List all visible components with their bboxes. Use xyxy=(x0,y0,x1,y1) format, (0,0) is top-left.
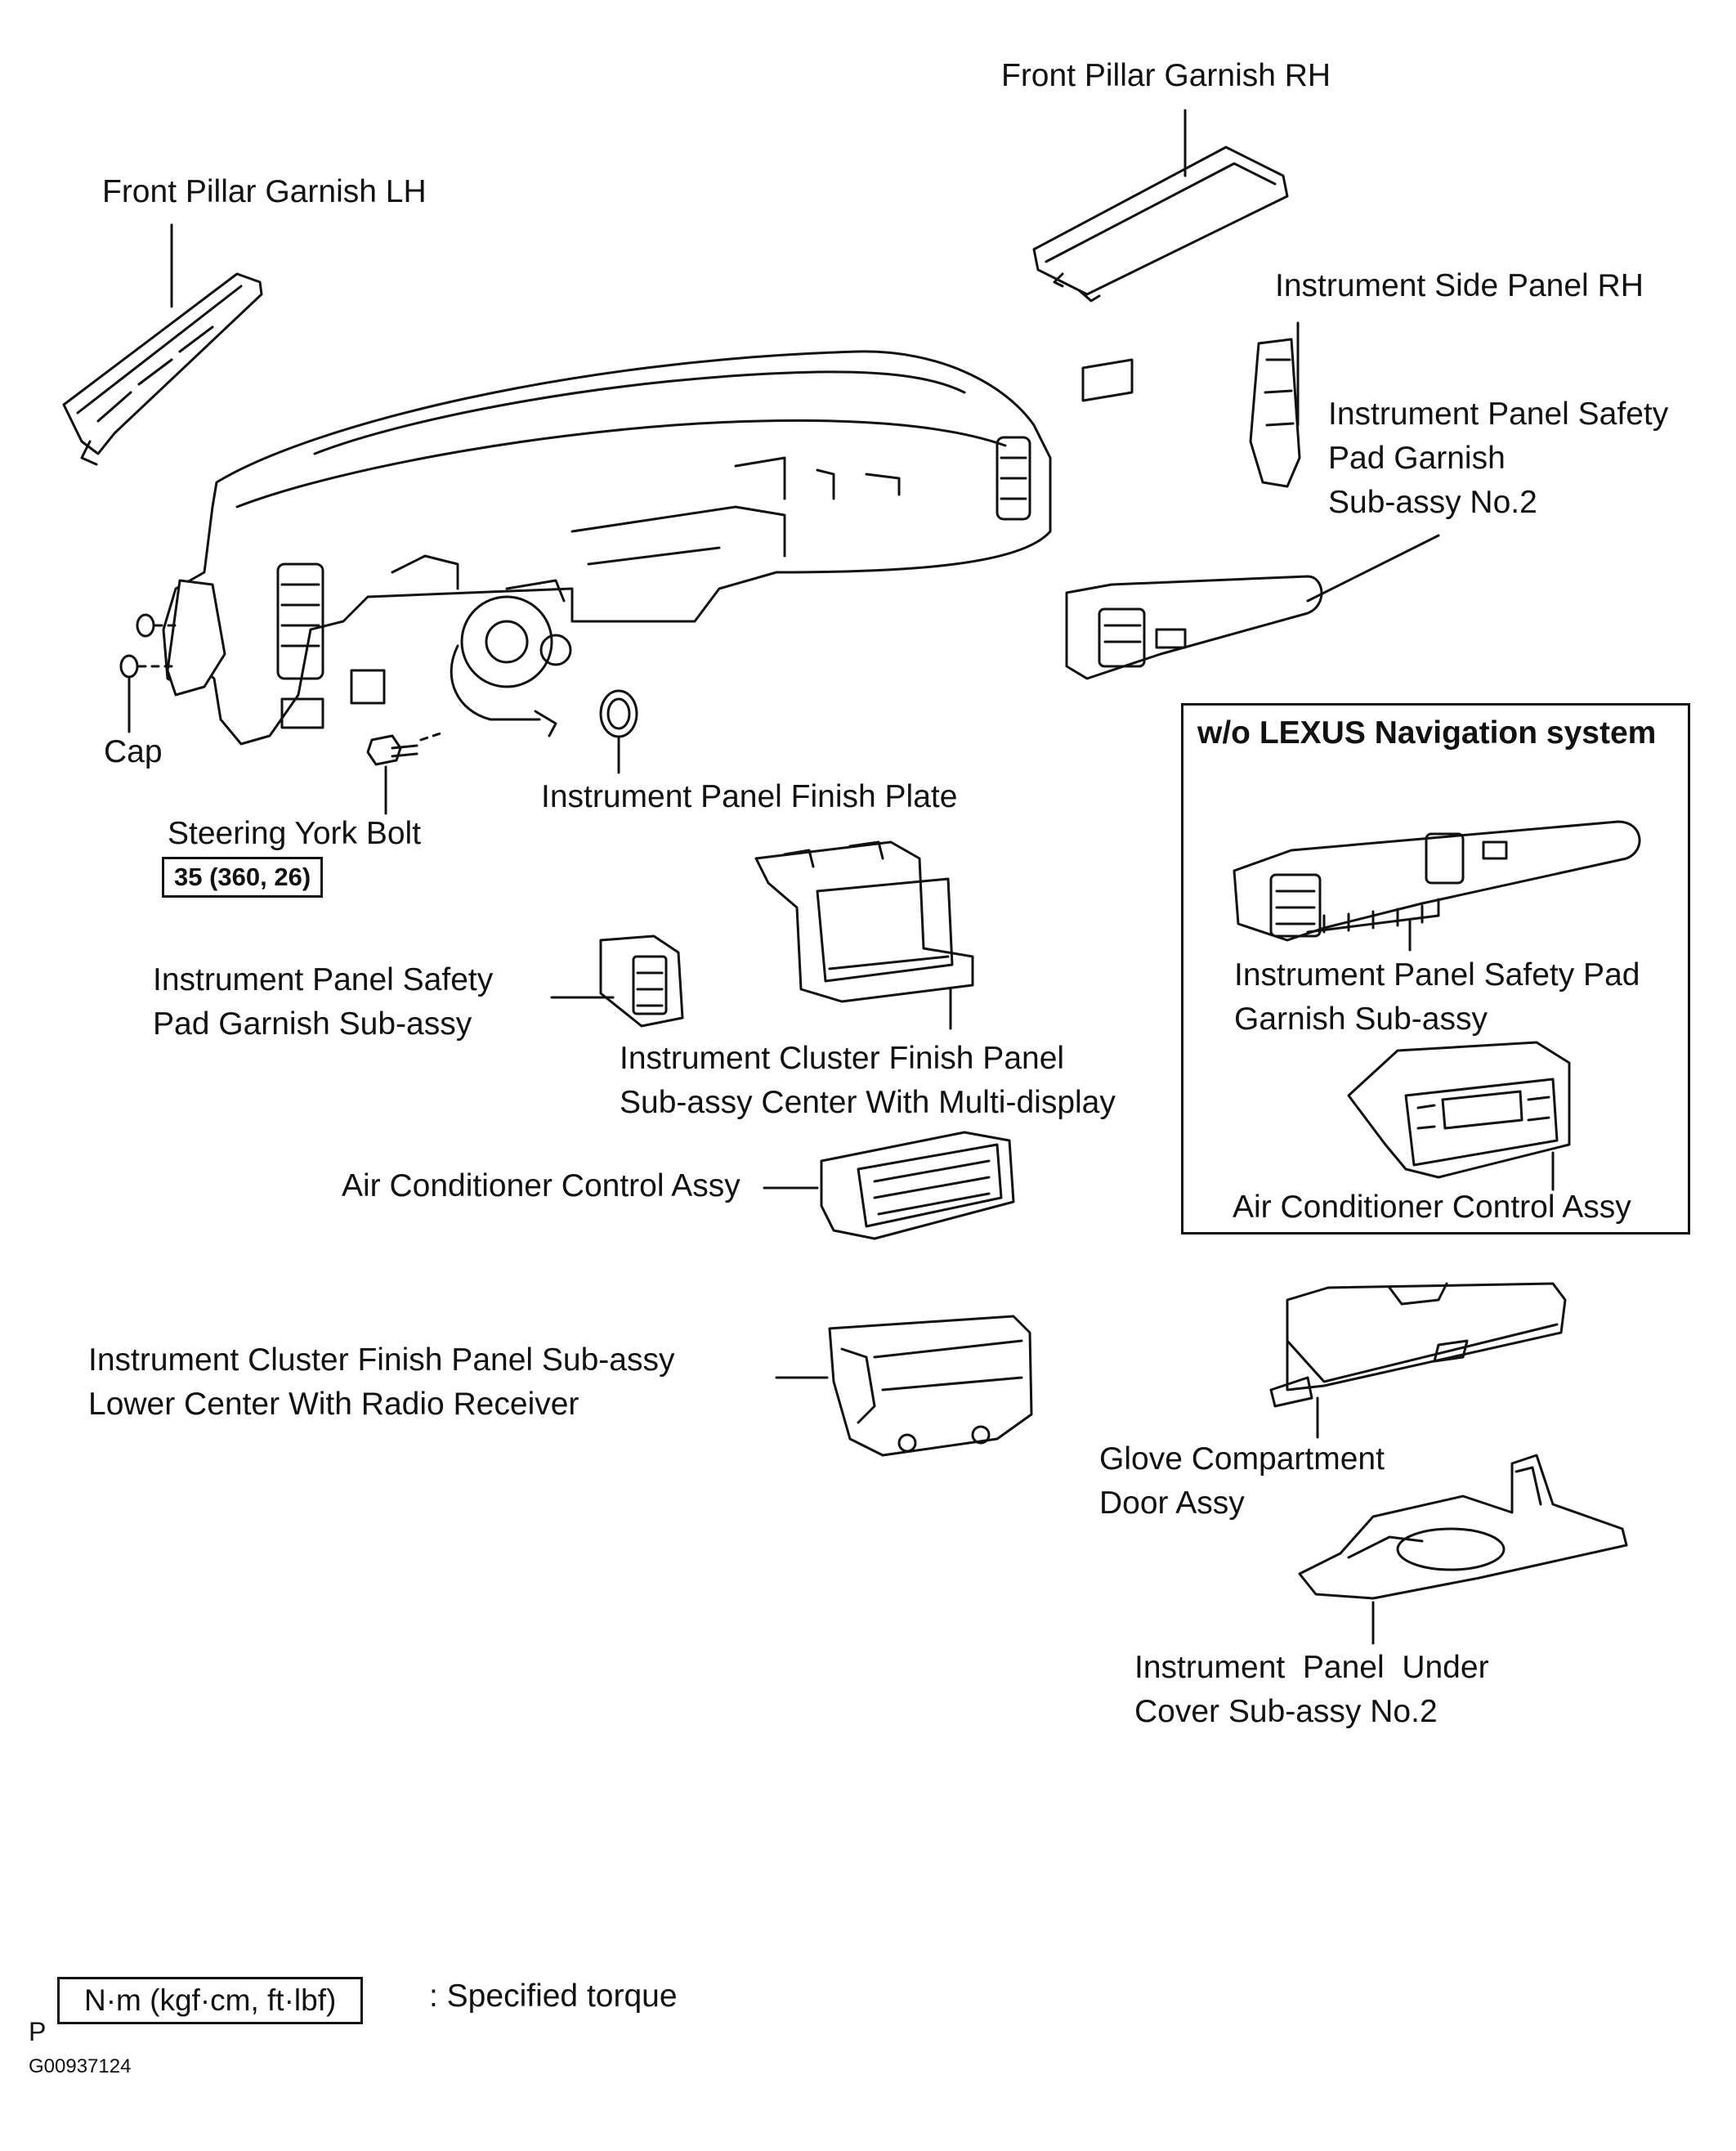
front-pillar-garnish-rh-part xyxy=(1032,109,1289,302)
label-line: Instrument Cluster Finish Panel Sub-assy xyxy=(88,1342,675,1378)
label-safety-pad-garnish-no2: Instrument Panel Safety Pad Garnish Sub-… xyxy=(1328,392,1668,525)
label-cluster-finish-center: Instrument Cluster Finish Panel Sub-assy… xyxy=(620,1037,1116,1125)
label-glove-compartment: Glove Compartment Door Assy xyxy=(1099,1437,1385,1526)
inset-safety-pad-garnish-part xyxy=(1233,820,1641,952)
label-front-pillar-garnish-lh: Front Pillar Garnish LH xyxy=(102,174,427,209)
instrument-side-panel-rh-part xyxy=(1249,321,1301,488)
label-line: Cover Sub-assy No.2 xyxy=(1134,1694,1438,1729)
label-line: Instrument Cluster Finish Panel xyxy=(620,1041,1065,1076)
label-line: Instrument Panel Safety xyxy=(1328,397,1669,432)
steering-york-bolt-part xyxy=(366,730,447,815)
under-cover-part xyxy=(1298,1454,1628,1645)
label-line: Sub-assy Center With Multi-display xyxy=(620,1085,1116,1120)
inset-box xyxy=(1181,703,1690,1235)
label-line: Sub-assy No.2 xyxy=(1328,485,1537,520)
label-ac-control-assy: Air Conditioner Control Assy xyxy=(342,1168,740,1203)
label-line: Instrument Panel Safety xyxy=(153,962,494,997)
front-pillar-garnish-lh-part xyxy=(62,223,263,466)
label-line: Instrument Panel Safety Pad xyxy=(1234,957,1640,993)
legend-unit-box: N·m (kgf·cm, ft·lbf) xyxy=(57,1977,364,2024)
finish-plate-part xyxy=(599,689,638,774)
safety-pad-garnish-no2-part xyxy=(1065,534,1440,680)
safety-pad-garnish-vent-part xyxy=(550,934,684,1028)
legend-description: : Specified torque xyxy=(429,1978,678,2014)
label-front-pillar-garnish-rh: Front Pillar Garnish RH xyxy=(1001,58,1331,93)
ac-control-main-part xyxy=(763,1131,1015,1240)
torque-value-box: 35 (360, 26) xyxy=(162,857,324,898)
label-line: Garnish Sub-assy xyxy=(1234,1002,1488,1037)
inset-label-safety-pad-garnish: Instrument Panel Safety Pad Garnish Sub-… xyxy=(1234,953,1640,1042)
dashboard-main-part xyxy=(162,350,1134,746)
label-line: Instrument Panel Under xyxy=(1134,1650,1489,1685)
label-line: Pad Garnish Sub-assy xyxy=(153,1006,472,1042)
dash-left-bracket-part xyxy=(119,579,226,733)
cluster-finish-center-part xyxy=(754,840,974,1030)
label-under-cover: Instrument Panel Under Cover Sub-assy No… xyxy=(1134,1646,1489,1734)
label-instrument-panel-finish-plate: Instrument Panel Finish Plate xyxy=(541,779,958,814)
label-line: Glove Compartment xyxy=(1099,1441,1385,1477)
glove-compartment-part xyxy=(1269,1282,1567,1439)
label-line: Pad Garnish xyxy=(1328,441,1506,476)
label-instrument-side-panel-rh: Instrument Side Panel RH xyxy=(1275,268,1644,303)
inset-label-ac-control-assy: Air Conditioner Control Assy xyxy=(1233,1190,1631,1225)
label-line: Door Assy xyxy=(1099,1486,1245,1521)
label-steering-york-bolt: Steering York Bolt xyxy=(168,816,422,851)
label-safety-pad-garnish: Instrument Panel Safety Pad Garnish Sub-… xyxy=(153,958,493,1046)
footer-p-mark: P xyxy=(29,2017,47,2046)
inset-ac-control-part xyxy=(1347,1041,1571,1191)
cluster-finish-lower-part xyxy=(775,1315,1033,1457)
figure-id: G00937124 xyxy=(29,2055,132,2077)
label-line: Lower Center With Radio Receiver xyxy=(88,1387,579,1422)
inset-title: w/o LEXUS Navigation system xyxy=(1197,715,1657,751)
label-cap: Cap xyxy=(104,734,163,769)
label-cluster-finish-lower: Instrument Cluster Finish Panel Sub-assy… xyxy=(88,1338,674,1427)
